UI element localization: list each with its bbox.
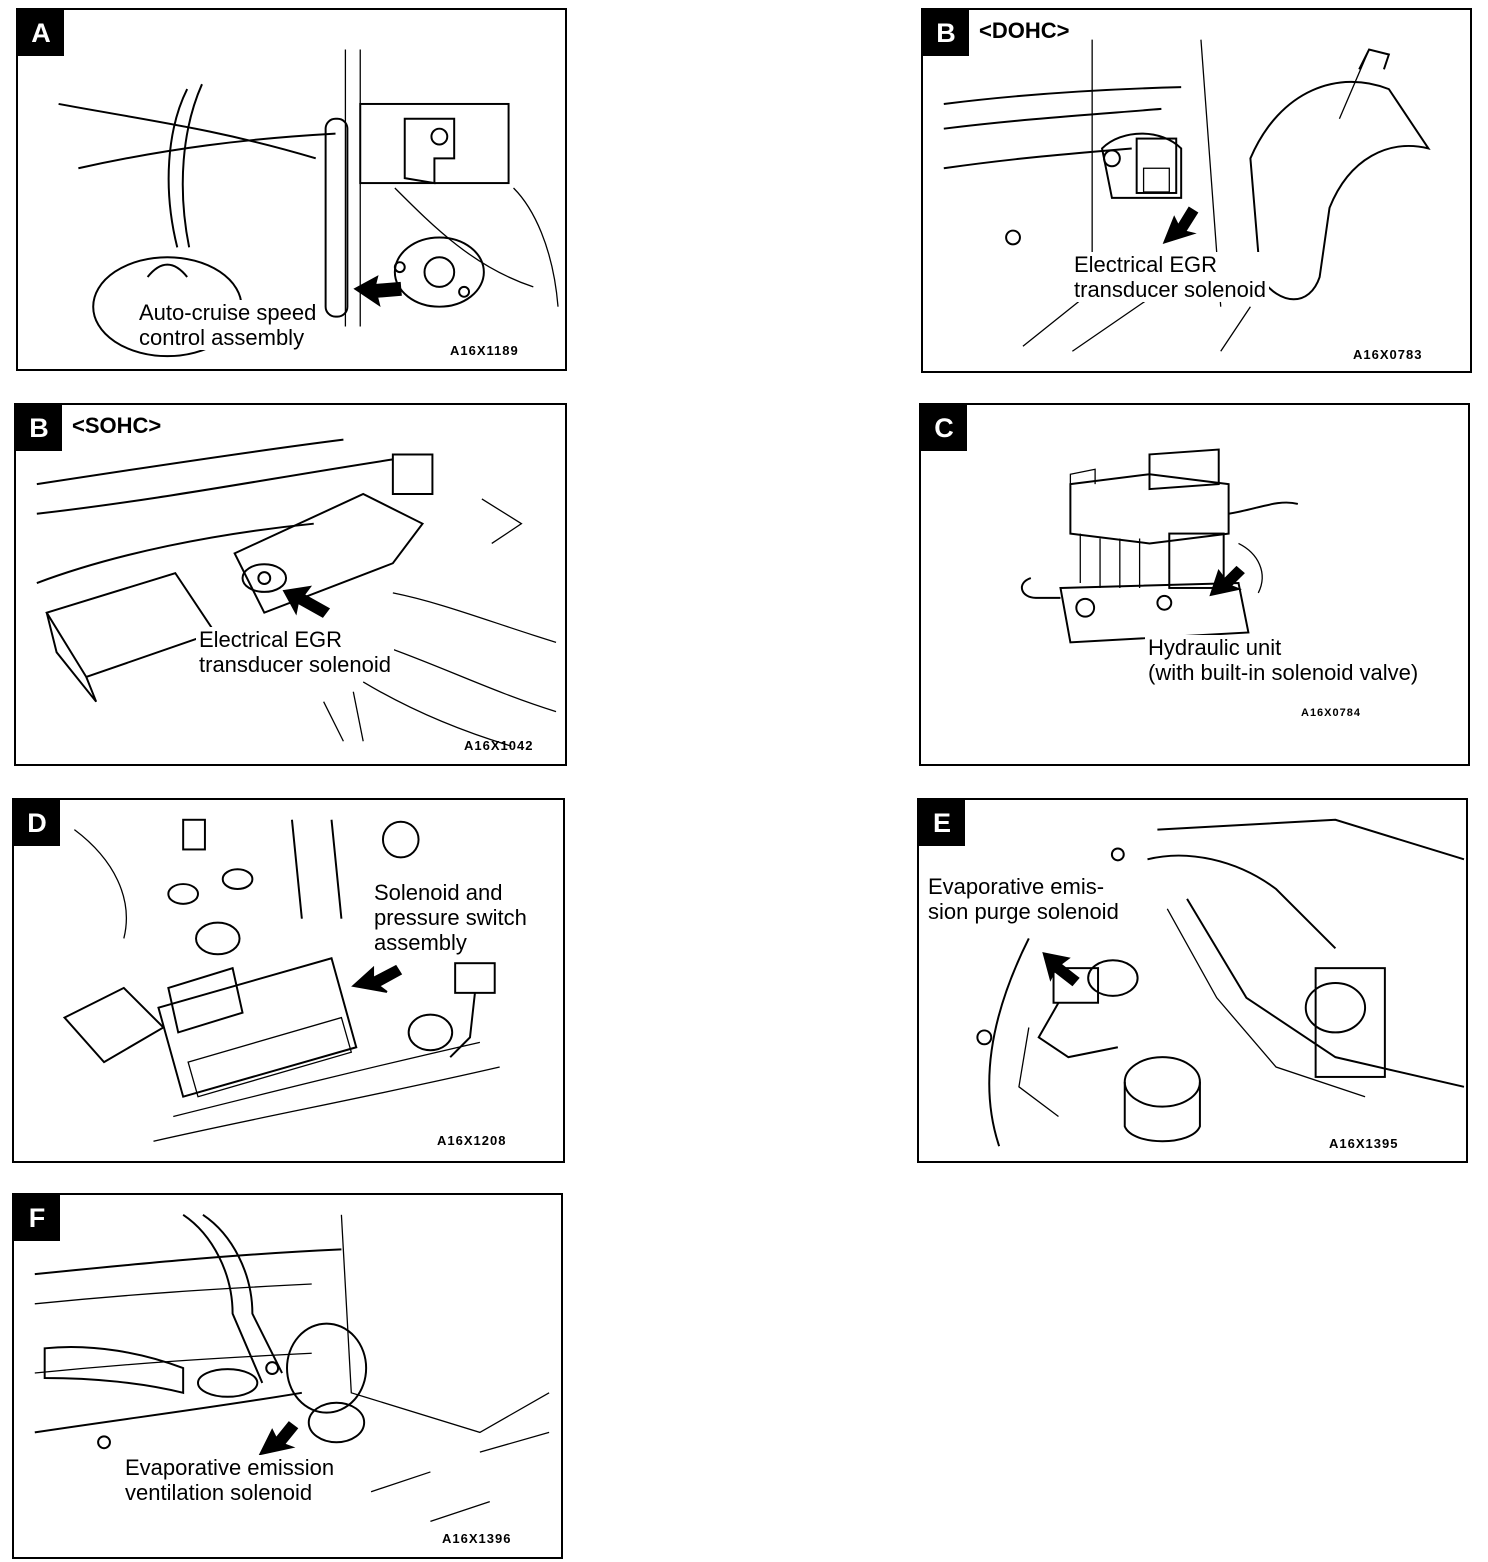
egr-sohc-illustration: [36, 438, 557, 747]
auto-cruise-illustration: [58, 49, 559, 358]
figure-code: A16X0783: [1353, 347, 1423, 362]
engine-variant: <SOHC>: [72, 413, 162, 438]
panel-a: A Auto-cruise speed control assembly A16…: [16, 8, 567, 371]
egr-dohc-illustration: [943, 39, 1431, 352]
part-label: Hydraulic unit (with built-in solenoid v…: [1145, 635, 1422, 685]
panel-b-sohc: B <SOHC> Electrical EGR transducer solen…: [14, 403, 567, 766]
panel-letter: F: [14, 1195, 60, 1241]
panel-c: C Hydraulic unit (with built-in solenoid…: [919, 403, 1470, 766]
figure-code: A16X1042: [464, 738, 534, 753]
panel-b-dohc: B <DOHC> Electrical EGR transducer solen…: [921, 8, 1472, 373]
part-label: Solenoid and pressure switch assembly: [371, 880, 530, 955]
part-label: Evaporative emission ventilation solenoi…: [122, 1455, 338, 1505]
panel-letter: E: [919, 800, 965, 846]
panel-letter: D: [14, 800, 60, 846]
engine-variant: <DOHC>: [979, 18, 1070, 43]
figure-code: A16X1395: [1329, 1136, 1399, 1151]
figure-code: A16X0784: [1301, 707, 1361, 719]
figure-code: A16X1396: [442, 1531, 512, 1546]
panel-letter: B: [923, 10, 969, 56]
panel-f: F Evaporative emission ventilation solen…: [12, 1193, 563, 1559]
ventilation-solenoid-illustration: [34, 1213, 550, 1523]
part-label: Evaporative emis- sion purge solenoid: [925, 874, 1122, 924]
panel-d: D Solenoid and pressure switch assembly …: [12, 798, 565, 1163]
panel-e: E Evaporative emis- sion purge solenoid …: [917, 798, 1468, 1163]
figure-code: A16X1208: [437, 1133, 507, 1148]
purge-solenoid-illustration: [976, 818, 1465, 1147]
panel-letter: A: [18, 10, 64, 56]
panel-letter: B: [16, 405, 62, 451]
part-label: Electrical EGR transducer solenoid: [196, 627, 395, 677]
solenoid-pressure-switch-illustration: [62, 818, 500, 1142]
part-label: Electrical EGR transducer solenoid: [1071, 252, 1270, 302]
part-label: Auto-cruise speed control assembly: [136, 300, 320, 350]
hydraulic-unit-illustration: [1020, 448, 1299, 644]
figure-code: A16X1189: [450, 343, 519, 358]
panel-letter: C: [921, 405, 967, 451]
